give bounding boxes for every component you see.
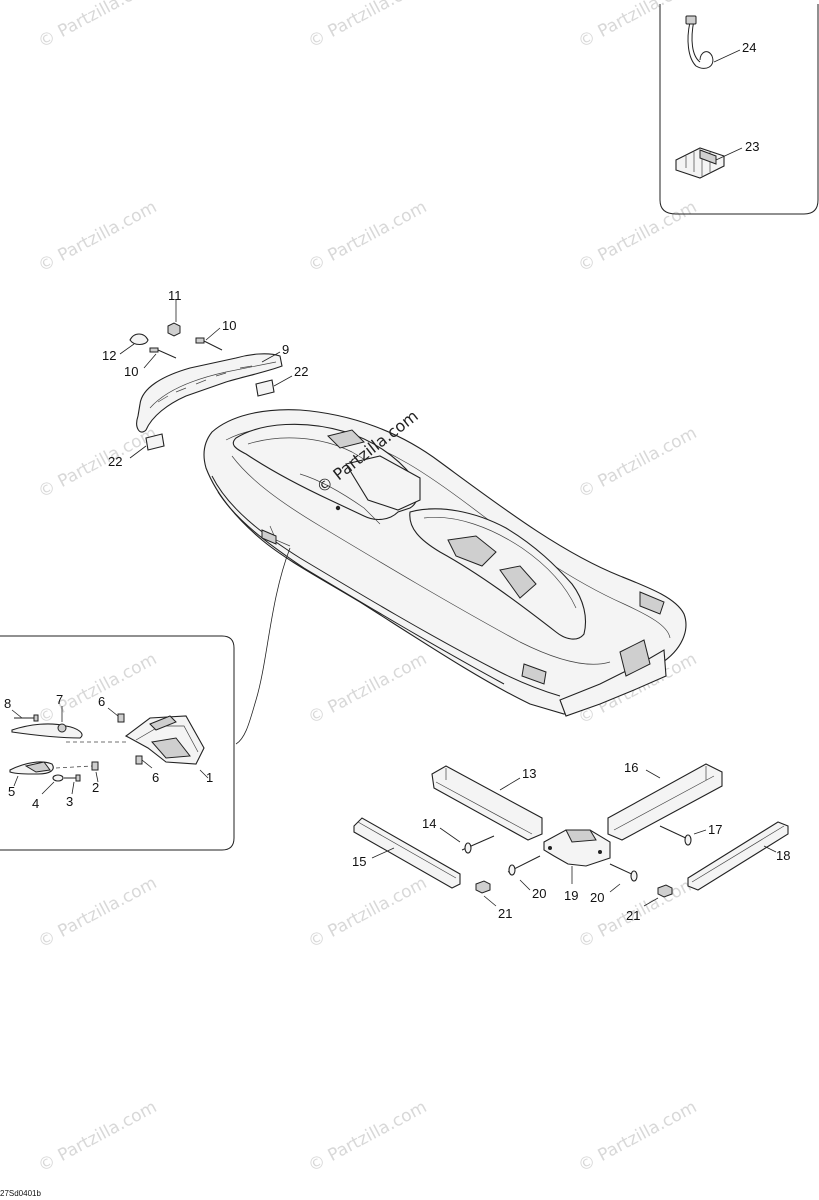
callout-8: 8: [4, 696, 11, 711]
grille-part-7: [11, 723, 83, 739]
callout-20: 20: [590, 890, 604, 905]
callout-3: 3: [66, 794, 73, 809]
grab-handle-part-9: [136, 353, 283, 433]
callout-5: 5: [8, 784, 15, 799]
callout-10: 10: [222, 318, 236, 333]
watermark: © Partzilla.com: [575, 1097, 700, 1176]
callout-19: 19: [564, 888, 578, 903]
callout-9: 9: [282, 342, 289, 357]
drawing-code: 27Sd0401b: [0, 1189, 41, 1198]
callout-16: 16: [624, 760, 638, 775]
leader-23: [715, 147, 743, 161]
callout-12: 12: [102, 348, 116, 363]
watermark: © Partzilla.com: [305, 873, 430, 952]
callout-14: 14: [422, 816, 436, 831]
watermark: © Partzilla.com: [35, 423, 160, 502]
callout-7: 7: [56, 692, 63, 707]
callout-10: 10: [124, 364, 138, 379]
callout-1: 1: [206, 770, 213, 785]
callout-17: 17: [708, 822, 722, 837]
callout-11: 11: [168, 288, 182, 303]
connector-part-23: [675, 147, 725, 179]
callout-24: 24: [742, 40, 756, 55]
cable-tie-part-24: [685, 15, 714, 69]
inset-box-accessories: 24 23: [659, 4, 819, 215]
watermark: © Partzilla.com: [575, 423, 700, 502]
callout-23: 23: [745, 139, 759, 154]
watermark: © Partzilla.com: [305, 0, 430, 52]
label-part-22: [145, 433, 165, 451]
leader-24: [713, 49, 741, 63]
rail-part-15: [353, 817, 461, 889]
callout-22: 22: [294, 364, 308, 379]
callout-4: 4: [32, 796, 39, 811]
watermark: © Partzilla.com: [305, 1097, 430, 1176]
watermark: © Partzilla.com: [305, 197, 430, 276]
rail-part-16: [607, 763, 723, 841]
bumper-assembly: 13 16 15 18 19 14 17 2: [352, 760, 790, 923]
watermark: © Partzilla.com: [35, 197, 160, 276]
rail-part-13: [431, 765, 543, 841]
watermark: © Partzilla.com: [305, 649, 430, 728]
hull-to-inset-leader: [235, 547, 291, 745]
watermark: © Partzilla.com: [575, 0, 700, 52]
watercraft-body: © Partzilla.com: [203, 406, 687, 717]
callout-22: 22: [108, 454, 122, 469]
watermark: © Partzilla.com: [575, 197, 700, 276]
callout-15: 15: [352, 854, 366, 869]
callout-21: 21: [498, 906, 512, 921]
watermark: © Partzilla.com: [35, 0, 160, 52]
callout-6: 6: [98, 694, 105, 709]
inset-box-vent: 7 8 6 6 1 2 3 4 5: [0, 635, 235, 851]
watermark: © Partzilla.com: [35, 1097, 160, 1176]
callout-2: 2: [92, 780, 99, 795]
callout-21: 21: [626, 908, 640, 923]
watermark: © Partzilla.com: [35, 873, 160, 952]
rail-part-18: [687, 821, 789, 891]
label-part-22: [255, 379, 275, 397]
callout-6: 6: [152, 770, 159, 785]
rear-grab-handle-assembly: 11 10 12 10 9 22 22: [102, 288, 308, 469]
callout-20: 20: [532, 886, 546, 901]
callout-18: 18: [776, 848, 790, 863]
watermark: © Partzilla.com: [35, 649, 160, 728]
callout-13: 13: [522, 766, 536, 781]
